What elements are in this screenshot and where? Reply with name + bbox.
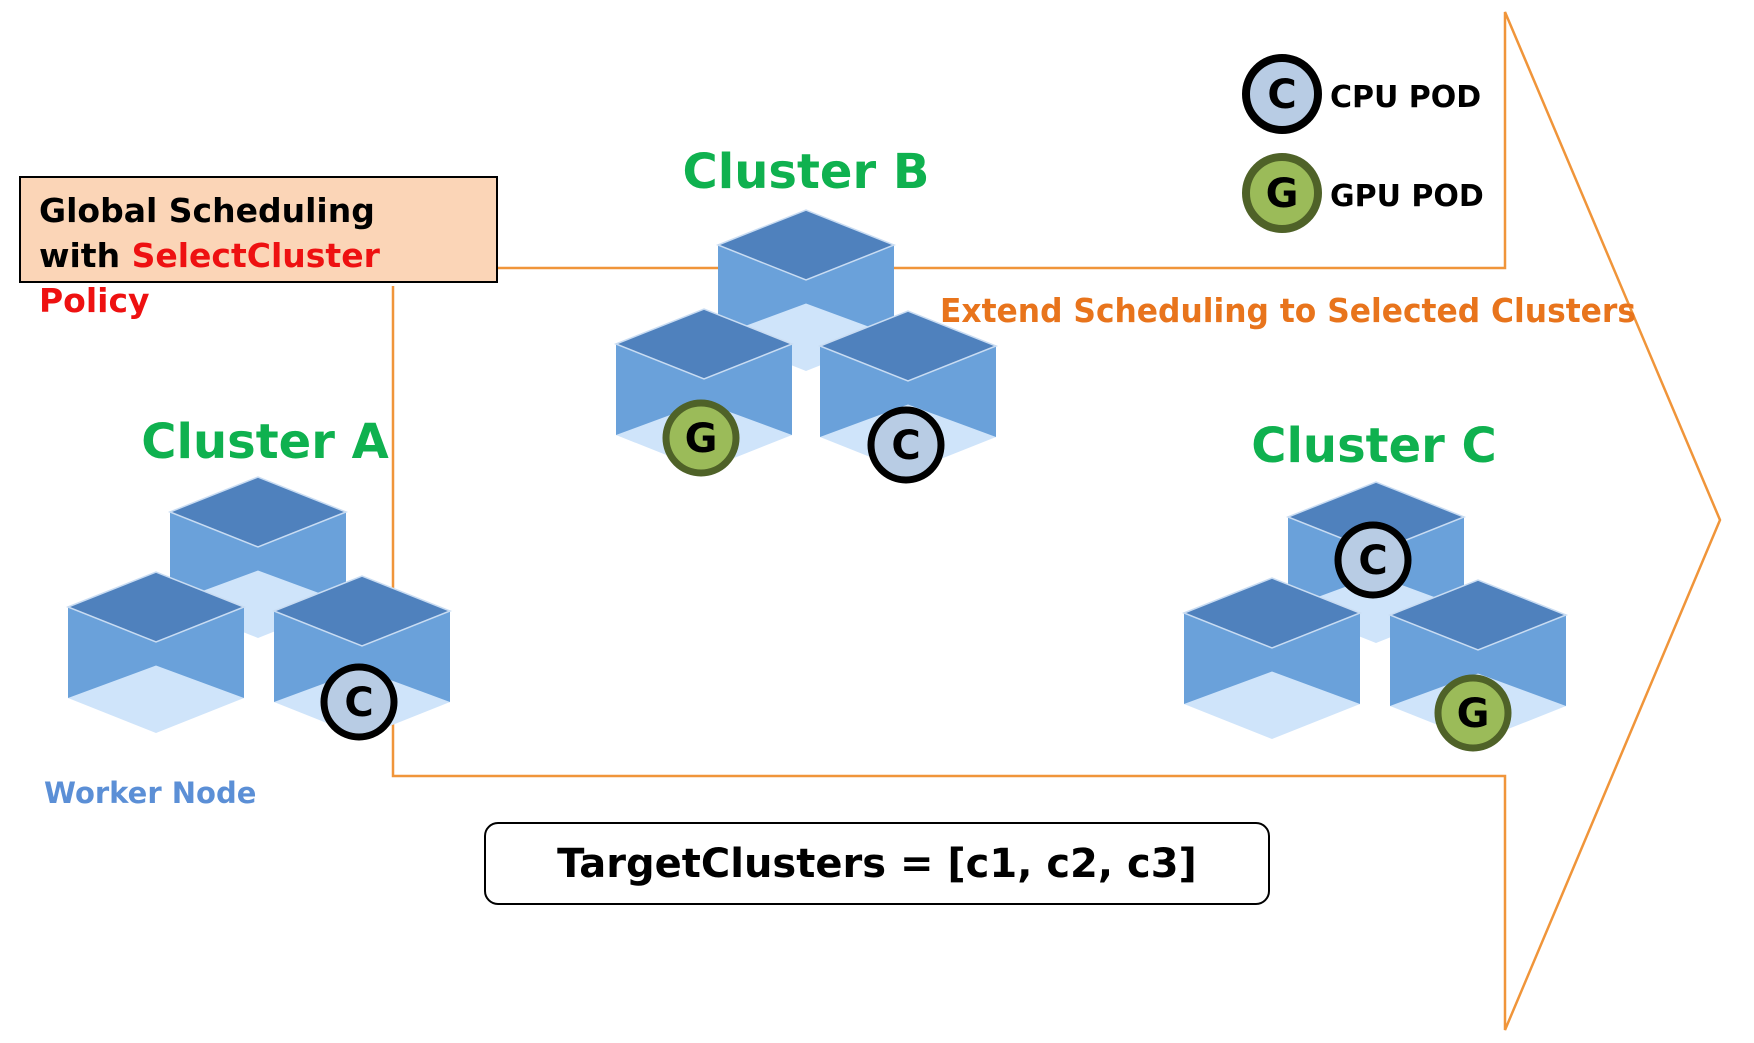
policy-line2-prefix: with — [39, 236, 121, 275]
svg-text:C: C — [1358, 538, 1387, 584]
svg-text:C: C — [1267, 72, 1296, 118]
target-clusters-text: TargetClusters = [c1, c2, c3] — [557, 840, 1197, 887]
cluster-a-node-3 — [271, 575, 453, 737]
cluster-b-label: Cluster B — [683, 144, 930, 200]
policy-line2: with SelectCluster Policy — [39, 233, 478, 323]
cluster-a-label: Cluster A — [141, 414, 388, 470]
arrow-label: Extend Scheduling to Selected Clusters — [940, 291, 1636, 330]
svg-text:G: G — [685, 416, 718, 462]
pod-markers: C G C C G — [320, 399, 1512, 752]
cluster-cubes — [65, 209, 1569, 741]
gpu-pod-icon: G — [1434, 674, 1512, 752]
scheduling-policy-box: Global Scheduling with SelectCluster Pol… — [19, 176, 498, 320]
cluster-c-label: Cluster C — [1251, 418, 1497, 474]
svg-text:C: C — [891, 423, 920, 469]
target-clusters-box: TargetClusters = [c1, c2, c3] — [484, 822, 1270, 905]
svg-text:G: G — [1457, 691, 1490, 737]
svg-text:C: C — [344, 680, 373, 726]
legend-cpu-icon: C — [1242, 54, 1322, 134]
policy-highlight: SelectCluster Policy — [39, 236, 380, 320]
cpu-pod-icon: C — [320, 663, 398, 741]
svg-text:G: G — [1266, 171, 1299, 217]
cluster-a-node-1 — [167, 476, 349, 638]
legend-gpu-label: GPU POD — [1330, 179, 1484, 214]
gpu-pod-icon: G — [662, 399, 740, 477]
worker-node-label: Worker Node — [44, 776, 256, 810]
cpu-pod-icon: C — [867, 406, 945, 484]
cluster-c-node-1 — [1285, 481, 1467, 643]
policy-line1: Global Scheduling — [39, 191, 375, 230]
cluster-a-node-2 — [65, 571, 247, 733]
legend-cpu-label: CPU POD — [1330, 80, 1481, 115]
legend: C CPU POD G GPU POD — [1242, 54, 1484, 233]
cluster-b-node-2 — [613, 308, 795, 470]
cluster-c-node-2 — [1181, 577, 1363, 739]
scheduling-arrow — [391, 11, 1722, 1031]
cluster-b-node-1 — [715, 209, 897, 371]
cpu-pod-icon: C — [1334, 521, 1412, 599]
legend-gpu-icon: G — [1242, 153, 1322, 233]
